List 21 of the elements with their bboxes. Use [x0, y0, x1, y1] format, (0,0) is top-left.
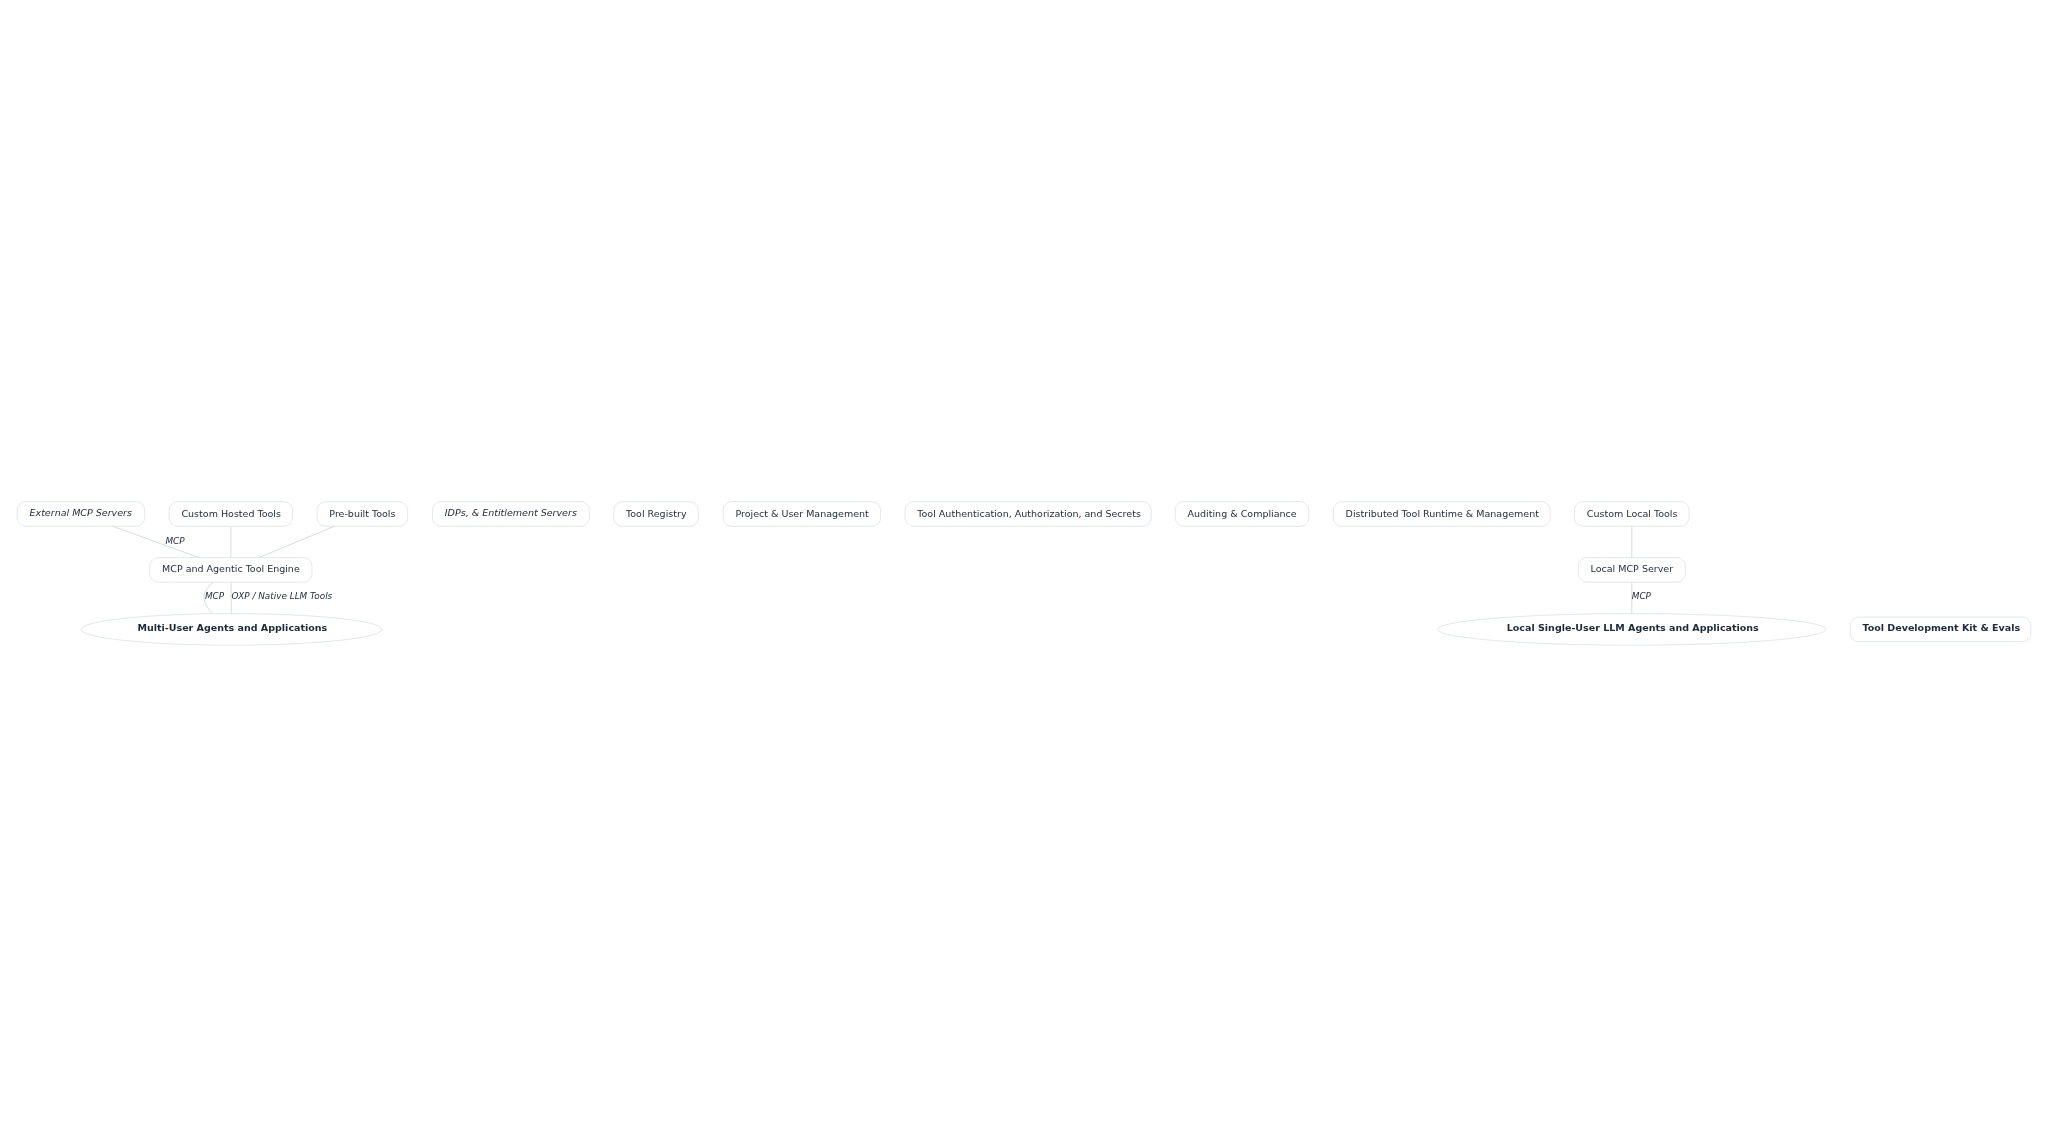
edge-label: MCP	[1631, 590, 1651, 601]
node-box: Pre-built Tools	[316, 500, 408, 527]
edge-label: MCP	[204, 590, 225, 601]
node-box: External MCP Servers	[16, 500, 145, 527]
edge-label: OXP / Native LLM Tools	[231, 590, 333, 601]
edge-label: MCP	[165, 535, 185, 546]
connector	[203, 581, 214, 614]
node-box: Distributed Tool Runtime & Management	[1333, 500, 1551, 527]
node-ellipse: Multi-User Agents and Applications	[80, 612, 383, 645]
node-box: Tool Authentication, Authorization, and Secrets	[904, 500, 1152, 527]
connector	[112, 525, 200, 558]
node-box: Custom Hosted Tools	[168, 500, 293, 527]
node-box: MCP and Agentic Tool Engine	[149, 556, 313, 582]
node-box: IDPs, & Entitlement Servers	[432, 500, 590, 527]
node-box: Custom Local Tools	[1574, 500, 1690, 527]
node-box: Auditing & Compliance	[1174, 500, 1310, 527]
node-box: Local MCP Server	[1577, 556, 1686, 582]
node-box: Project & User Management	[722, 500, 881, 527]
connector	[258, 525, 335, 558]
node-ellipse: Local Single-User LLM Agents and Applications	[1437, 612, 1827, 645]
node-box: Tool Development Kit & Evals	[1849, 616, 2032, 642]
